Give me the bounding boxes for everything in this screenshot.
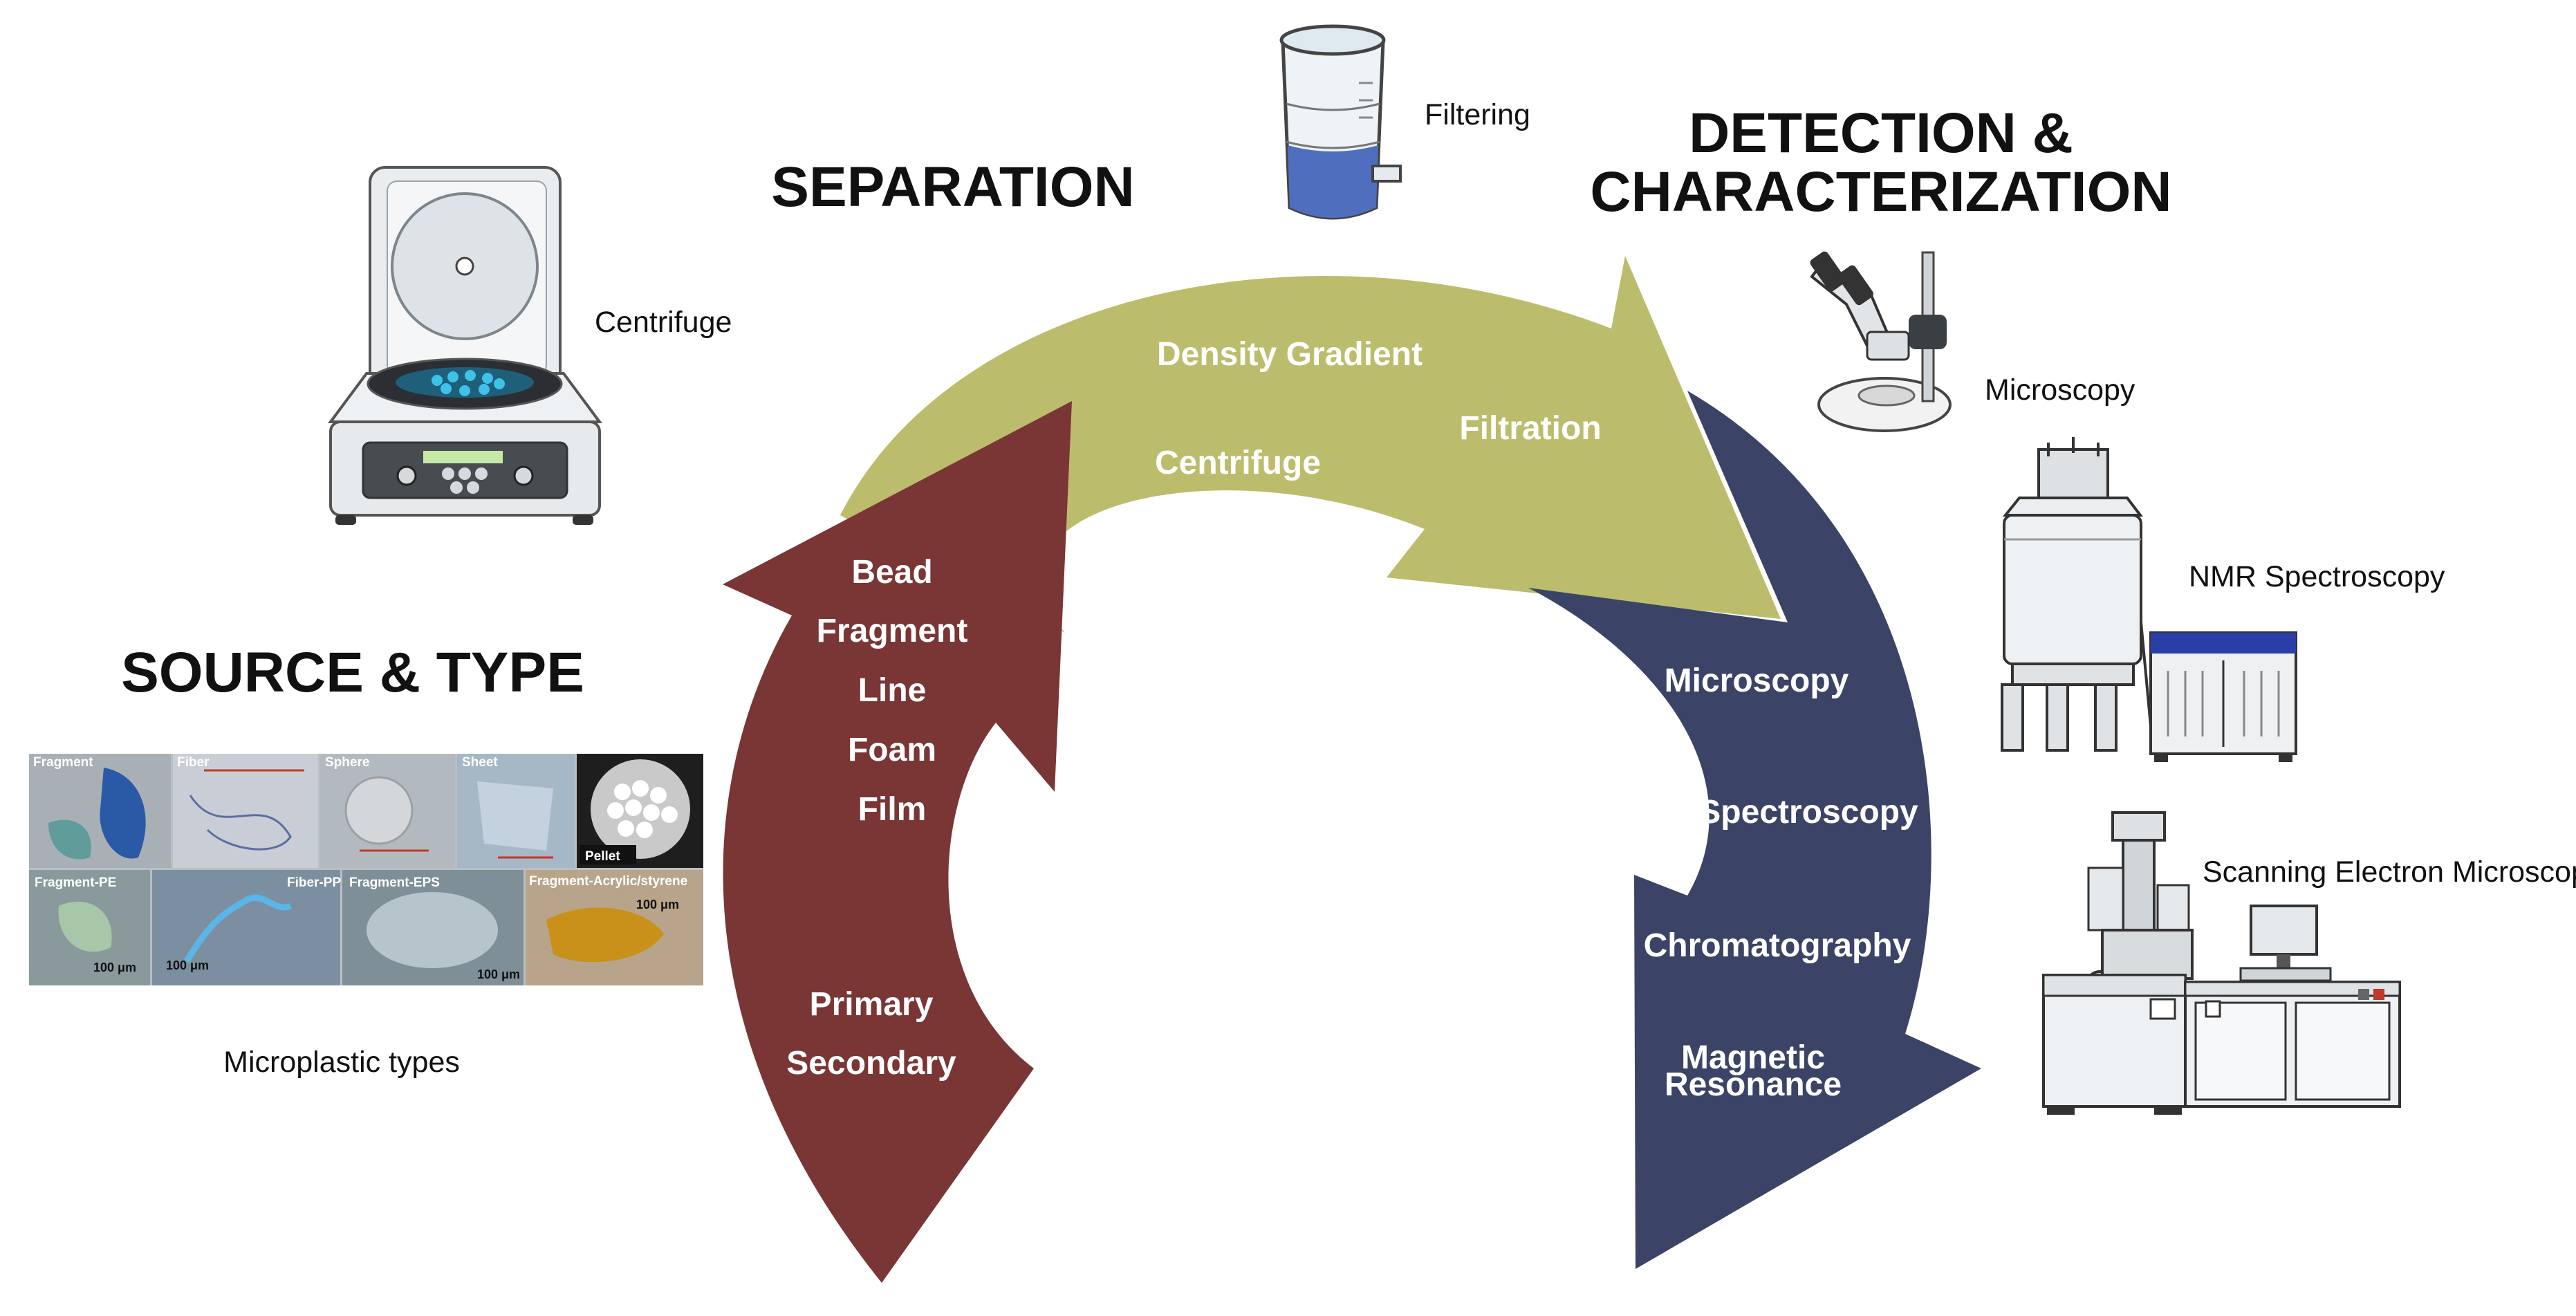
heading-separation: SEPARATION [771, 156, 1134, 219]
label-spectroscopy: Spectroscopy [1698, 794, 1918, 831]
source-type-labels: Bead Fragment Line Foam Film Primary Sec… [786, 554, 967, 1082]
label-fragment: Fragment [817, 613, 968, 649]
photo-scale-2: 100 μm [166, 958, 209, 972]
sem-caption: Scanning Electron Microscopy [2203, 855, 2576, 889]
photo-fiber-pp: Fiber-PP 100 μm [152, 870, 341, 985]
label-bead: Bead [851, 554, 932, 591]
label-resonance: Resonance [1665, 1066, 1842, 1103]
photo-sheet: Sheet [457, 754, 575, 868]
photo-fragment-eps: Fragment-EPS 100 μm [342, 870, 523, 985]
microscopy-caption: Microscopy [1985, 373, 2135, 407]
label-density-gradient: Density Gradient [1157, 336, 1423, 373]
filtering-icon [1279, 24, 1402, 220]
separation-arrow [840, 256, 1781, 633]
sem-instrument-icon [2042, 811, 2401, 1115]
photo-label-fragment: Fragment [33, 755, 93, 770]
label-foam: Foam [848, 732, 936, 768]
photo-label-sheet: Sheet [462, 755, 498, 770]
photo-label-fiber-pp: Fiber-PP [287, 875, 341, 890]
photo-fragment: Fragment [29, 754, 171, 868]
photo-pellet: Pellet [577, 754, 703, 868]
label-chromatography: Chromatography [1644, 927, 1911, 964]
centrifuge-icon [328, 166, 602, 525]
label-line: Line [858, 672, 927, 709]
nmr-spectrometer-icon [2001, 437, 2297, 762]
nmr-caption: NMR Spectroscopy [2189, 560, 2445, 593]
label-magnetic: Magnetic [1681, 1039, 1825, 1076]
photo-label-fragment-eps: Fragment-EPS [349, 875, 440, 890]
photo-label-pellet: Pellet [585, 849, 620, 864]
microscope-icon [1810, 251, 1952, 432]
photo-sphere: Sphere [320, 754, 455, 868]
label-film: Film [858, 791, 927, 828]
filtering-caption: Filtering [1425, 98, 1530, 131]
photo-scale-1: 100 μm [93, 961, 136, 974]
microplastic-types-caption: Microplastic types [223, 1046, 460, 1079]
photo-fiber: Fiber [173, 754, 318, 868]
label-primary: Primary [810, 986, 934, 1023]
photo-label-sphere: Sphere [325, 755, 369, 770]
detection-arrow [1528, 391, 1981, 1269]
label-microscopy: Microscopy [1665, 662, 1849, 699]
photo-fragment-pe: Fragment-PE 100 μm [29, 870, 150, 985]
heading-source-type: SOURCE & TYPE [121, 641, 584, 704]
label-filtration: Filtration [1459, 410, 1601, 447]
source-type-arrow [723, 401, 1072, 1283]
heading-detection-line2: CHARACTERIZATION [1590, 160, 2171, 223]
photo-scale-4: 100 μm [636, 898, 679, 911]
microplastic-photo-grid: Fragment Fiber Sphere Sheet Pel [29, 754, 703, 985]
photo-label-fragment-pe: Fragment-PE [35, 875, 116, 890]
label-centrifuge: Centrifuge [1155, 445, 1321, 481]
detection-labels: Microscopy Spectroscopy Chromatography M… [1644, 662, 1918, 1103]
separation-labels: Density Gradient Centrifuge Filtration [1155, 336, 1602, 481]
photo-fragment-acrylic-styrene: Fragment-Acrylic/styrene 100 μm [526, 870, 703, 985]
heading-detection-line1: DETECTION & [1689, 102, 2073, 165]
label-secondary: Secondary [786, 1045, 956, 1082]
photo-label-fragment-acrylic-styrene: Fragment-Acrylic/styrene [529, 874, 687, 889]
photo-scale-3: 100 μm [477, 967, 520, 981]
photo-label-fiber: Fiber [177, 755, 210, 770]
centrifuge-caption: Centrifuge [595, 306, 732, 339]
